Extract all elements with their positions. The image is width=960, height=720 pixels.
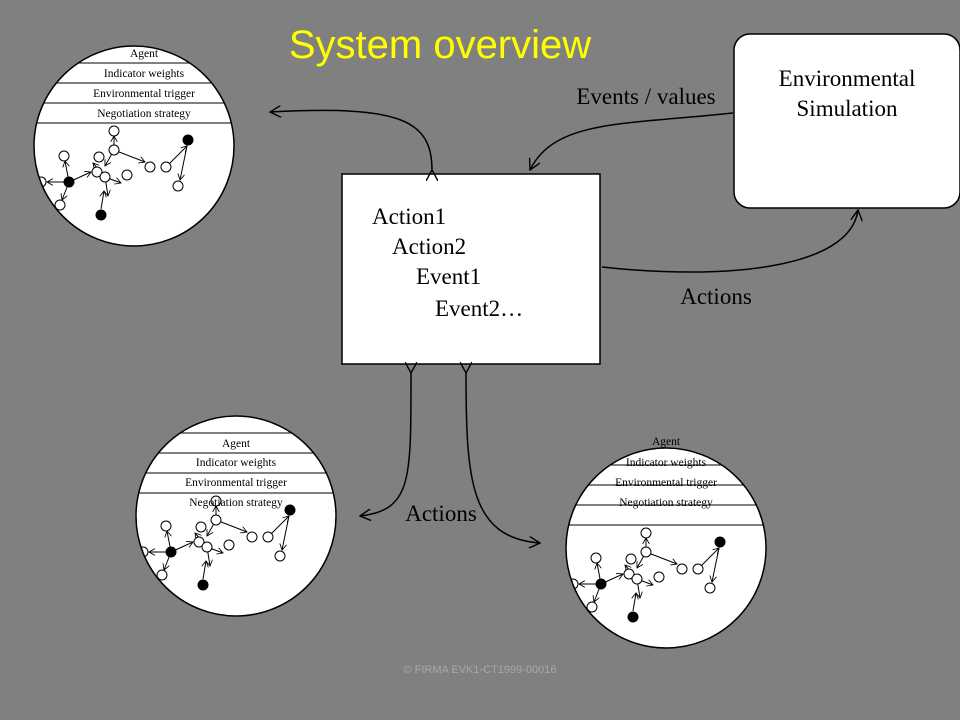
queue-item: Event2…: [435, 296, 523, 321]
agent-card-bottom-left: Agent Indicator weights Environmental tr…: [126, 416, 346, 616]
slide-title: System overview: [289, 23, 591, 67]
environmental-simulation-box: Environmental Simulation: [733, 33, 960, 209]
footer-copyright: © FIRMA EVK1-CT1999-00016: [403, 664, 556, 676]
queue-item: Event1: [416, 264, 481, 289]
arrow-queue-to-agent-bottom-left: [360, 373, 411, 516]
agent-card-bottom-right: Agent Indicator weights Environmental tr…: [556, 436, 776, 648]
queue-item: Action1: [372, 204, 446, 229]
agent-card-row-label: Indicator weights: [104, 68, 185, 80]
agent-card-row-label: Negotiation strategy: [97, 108, 191, 120]
agent-card-row-label: Agent: [652, 436, 681, 448]
agent-card-row-label: Environmental trigger: [615, 477, 717, 489]
arrow-environment-to-queue: [530, 112, 734, 170]
agent-card-row-label: Agent: [222, 438, 251, 450]
label-events-values: Events / values: [576, 84, 715, 109]
agent-card-row-label: Environmental trigger: [93, 88, 195, 100]
arrow-queue-to-environment: [601, 210, 858, 273]
event-queue-box: Action1 Action2 Event1 Event2…: [341, 173, 601, 365]
agent-card-row-label: Negotiation strategy: [619, 497, 713, 509]
agent-card-row-label: Agent: [130, 48, 159, 60]
agent-card-row-label: Indicator weights: [196, 457, 277, 469]
label-actions-right: Actions: [680, 284, 752, 309]
agent-card-top-left: Agent Indicator weights Environmental tr…: [24, 46, 244, 246]
queue-item: Action2: [392, 234, 466, 259]
agent-card-row-label: Environmental trigger: [185, 477, 287, 489]
environment-label-line1: Environmental: [779, 66, 916, 91]
arrow-queue-to-agent-bottom-right: [466, 373, 540, 543]
agent-card-row-label: Indicator weights: [626, 457, 707, 469]
arrow-queue-to-agent-top-left: [270, 110, 432, 170]
agent-card-row-label: Negotiation strategy: [189, 497, 283, 509]
label-actions-bottom: Actions: [405, 501, 477, 526]
environment-label-line2: Simulation: [797, 96, 898, 121]
